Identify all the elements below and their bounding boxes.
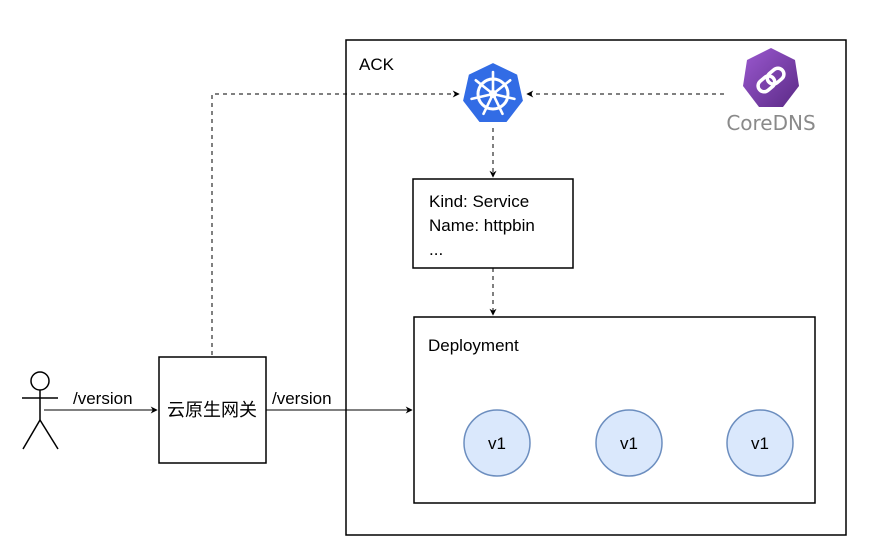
pod: v1 <box>726 409 794 477</box>
deployment-box: Deployment v1 v1 v1 <box>413 316 816 504</box>
pod-label: v1 <box>488 434 506 453</box>
dashed-arrow-gateway-to-k8s <box>211 90 460 355</box>
gateway-box: 云原生网关 <box>158 356 267 464</box>
edge-label-gateway-to-deployment: /version <box>272 389 332 408</box>
service-more: ... <box>429 240 443 259</box>
service-kind: Kind: Service <box>429 192 529 211</box>
coredns-icon <box>743 48 799 107</box>
pod: v1 <box>595 409 663 477</box>
coredns-logo: CoreDNS <box>726 48 816 135</box>
deployment-label: Deployment <box>428 336 519 355</box>
ack-cluster-label: ACK <box>359 55 395 74</box>
edge-label-user-to-gateway: /version <box>73 389 133 408</box>
pod: v1 <box>463 409 531 477</box>
service-name: Name: httpbin <box>429 216 535 235</box>
service-box: Kind: Service Name: httpbin ... <box>412 178 574 269</box>
gateway-label: 云原生网关 <box>167 400 257 421</box>
ack-cluster: ACK <box>345 39 847 536</box>
coredns-label: CoreDNS <box>726 111 815 135</box>
user-icon <box>22 371 59 450</box>
pod-label: v1 <box>751 434 769 453</box>
pod-label: v1 <box>620 434 638 453</box>
kubernetes-icon <box>460 60 526 124</box>
